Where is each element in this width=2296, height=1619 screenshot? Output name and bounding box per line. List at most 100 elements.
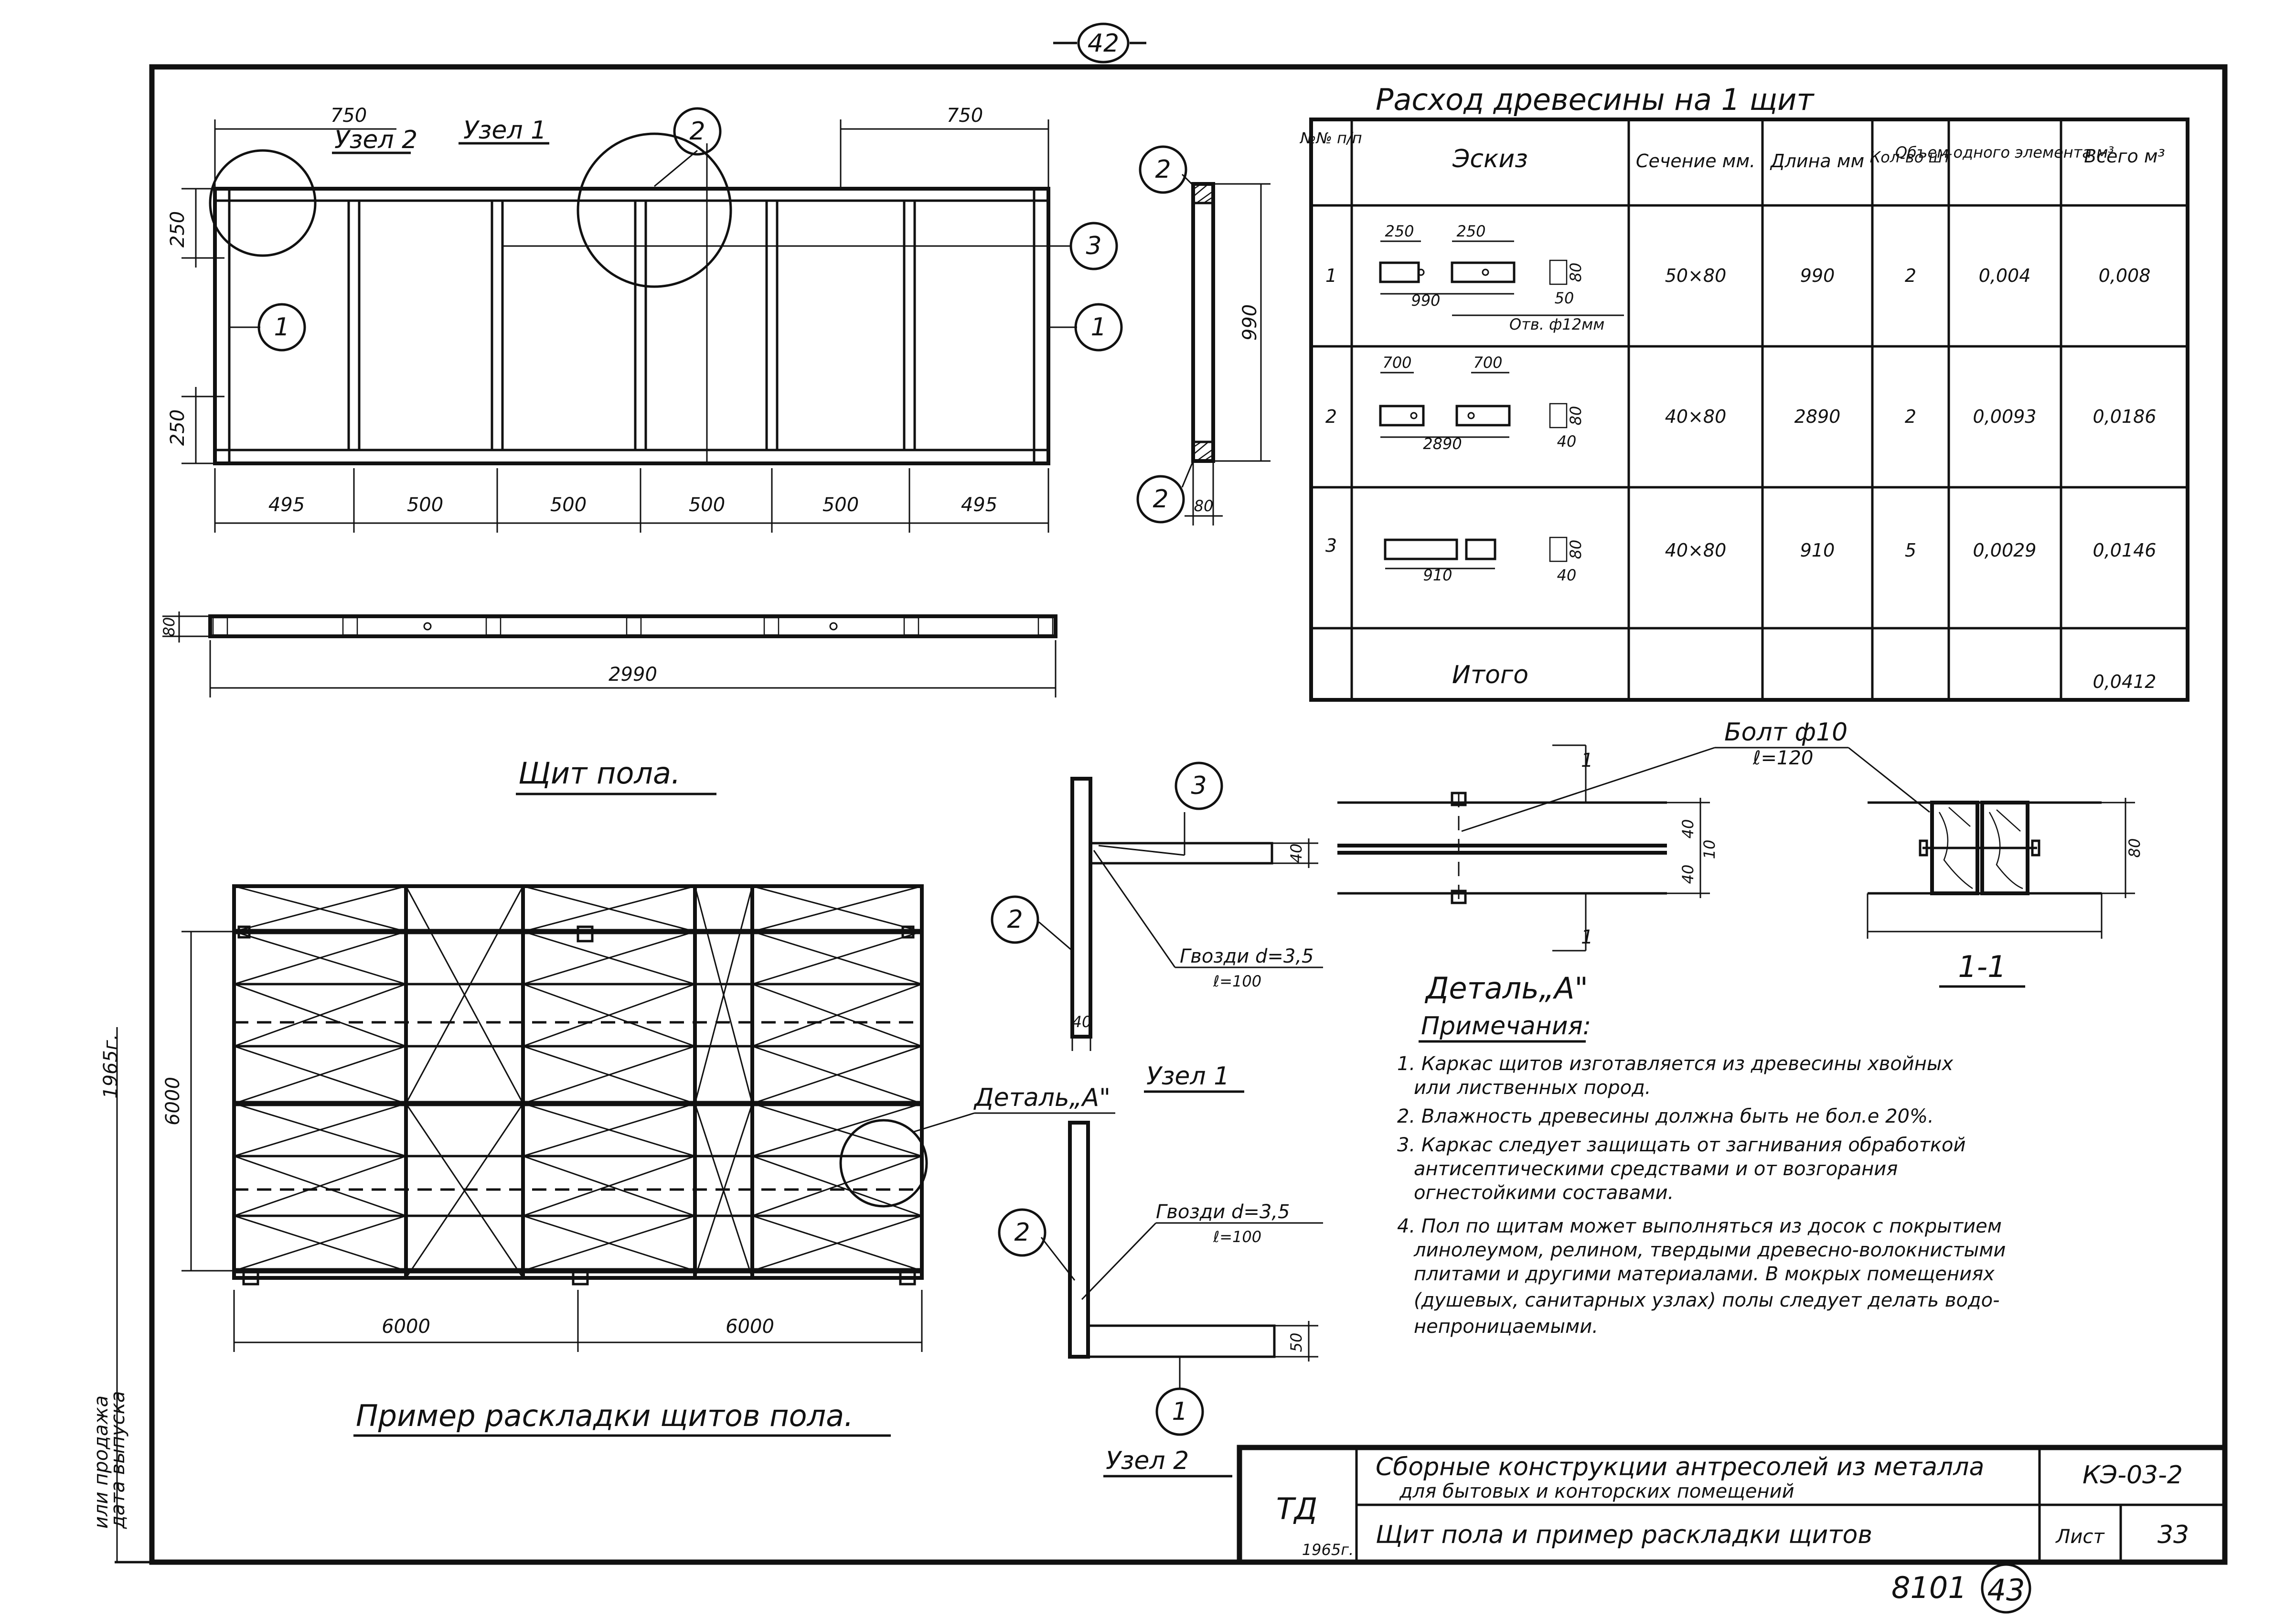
svg-text:50×80: 50×80 [1665, 265, 1727, 286]
svg-text:80: 80 [2125, 838, 2144, 858]
notes-block: Примечания: 1. Каркас щитов изготавляетс… [1397, 1012, 2006, 1338]
svg-text:ℓ=100: ℓ=100 [1213, 972, 1261, 990]
svg-text:0,004: 0,004 [1979, 265, 2031, 286]
svg-text:непроницаемыми.: непроницаемыми. [1414, 1316, 1598, 1338]
svg-text:33: 33 [2157, 1521, 2189, 1549]
svg-text:8101: 8101 [1891, 1570, 1967, 1605]
notes-heading: Примечания: [1421, 1012, 1591, 1040]
svg-text:Гвозди d=3,5: Гвозди d=3,5 [1180, 945, 1314, 967]
svg-text:40: 40 [1679, 819, 1697, 839]
svg-text:1: 1 [1325, 265, 1337, 286]
table-title: Расход древесины на 1 щит [1376, 82, 1815, 117]
svg-text:6000: 6000 [162, 1077, 184, 1126]
svg-text:Итого: Итого [1452, 661, 1528, 689]
svg-text:(душевых, санитарных узлах) по: (душевых, санитарных узлах) полы следует… [1414, 1289, 2000, 1311]
title-block: ТД 1965г. Сборные конструкции антресолей… [1237, 1445, 2228, 1565]
svg-text:Кол-во шт: Кол-во шт [1870, 148, 1952, 166]
svg-text:750: 750 [947, 105, 983, 127]
node1-detail: 40 40 3 2 Гвозди d=3,5 ℓ=100 [991, 761, 1323, 1051]
detail-a: 1 1 40 10 40 Болт ф10 ℓ=120 [1337, 718, 1930, 952]
svg-text:Эскиз: Эскиз [1452, 145, 1528, 173]
svg-text:антисептическими средствами и: антисептическими средствами и от возгора… [1414, 1158, 1898, 1180]
svg-text:линолеумом, релином, твердыми: линолеумом, релином, твердыми древесно-в… [1413, 1239, 2006, 1261]
detail-a-caption: Деталь„А" [1424, 971, 1588, 1006]
svg-text:Длина мм: Длина мм [1770, 150, 1864, 172]
sketch-row-2: 700 700 2890 80 40 [1379, 354, 1585, 453]
svg-text:40: 40 [1679, 865, 1697, 884]
svg-text:для бытовых и конторских помещ: для бытовых и конторских помещений [1399, 1480, 1794, 1502]
svg-text:0,0412: 0,0412 [2093, 671, 2157, 692]
svg-text:990: 990 [1800, 265, 1835, 286]
svg-text:2890: 2890 [1794, 406, 1841, 427]
svg-text:дата выпуска: дата выпуска [107, 1391, 129, 1529]
svg-text:Болт ф10: Болт ф10 [1724, 718, 1847, 747]
sheet-frame [149, 64, 2228, 1565]
svg-text:6000: 6000 [382, 1316, 430, 1338]
svg-text:990: 990 [1239, 304, 1261, 341]
svg-text:Щит пола и пример раскладки щи: Щит пола и пример раскладки щитов [1376, 1521, 1872, 1549]
svg-text:80: 80 [1567, 406, 1585, 426]
svg-text:250: 250 [1385, 222, 1414, 240]
section-caption: 1-1 [1958, 949, 2006, 984]
svg-text:250: 250 [167, 211, 189, 247]
svg-text:500: 500 [550, 494, 587, 516]
svg-text:40×80: 40×80 [1665, 406, 1727, 427]
panel-layout-example: Деталь„А" 6000 6000 6000 [162, 884, 1115, 1352]
svg-text:огнестойкими составами.: огнестойкими составами. [1414, 1182, 1674, 1204]
floor-panel-plan: 750 750 Узел 2 Узел 1 250 250 1 2 3 1 [167, 105, 1123, 533]
svg-text:3: 3 [1325, 535, 1337, 556]
svg-text:990: 990 [1411, 291, 1440, 310]
svg-text:700: 700 [1473, 354, 1502, 372]
page-number-top: 42 [1053, 22, 1146, 64]
svg-text:1965г.: 1965г. [100, 1034, 122, 1099]
section-1-1: 80 [1867, 798, 2144, 939]
svg-text:2990: 2990 [609, 664, 657, 686]
svg-text:0,0029: 0,0029 [1973, 540, 2037, 561]
svg-text:500: 500 [689, 494, 725, 516]
svg-text:3: 3 [1191, 772, 1207, 800]
svg-text:2: 2 [1905, 265, 1916, 286]
svg-text:40: 40 [1287, 844, 1305, 863]
svg-text:40×80: 40×80 [1665, 540, 1727, 561]
svg-text:Деталь„А": Деталь„А" [973, 1083, 1111, 1112]
svg-text:500: 500 [407, 494, 443, 516]
node2-caption: Узел 2 [1106, 1447, 1189, 1475]
svg-text:750: 750 [331, 105, 367, 127]
svg-text:или лиственных пород.: или лиственных пород. [1414, 1077, 1651, 1099]
svg-text:50: 50 [1287, 1333, 1305, 1352]
svg-text:10: 10 [1700, 840, 1719, 859]
node2-detail: 50 2 Гвозди d=3,5 ℓ=100 1 [998, 1121, 1323, 1436]
node1-circle [577, 132, 732, 288]
svg-text:1965г.: 1965г. [1302, 1541, 1354, 1559]
svg-text:КЭ-03-2: КЭ-03-2 [2082, 1461, 2183, 1490]
svg-text:1: 1 [1090, 313, 1106, 342]
svg-text:№№ п/п: №№ п/п [1299, 129, 1362, 147]
svg-text:0,008: 0,008 [2099, 265, 2151, 286]
svg-text:4. Пол по щитам может выполнят: 4. Пол по щитам может выполняться из дос… [1397, 1215, 2002, 1237]
svg-text:40: 40 [1072, 1013, 1092, 1031]
svg-text:495: 495 [961, 494, 997, 516]
layout-caption: Пример раскладки щитов пола. [356, 1398, 854, 1433]
svg-text:1: 1 [1581, 926, 1593, 948]
svg-text:Объем одного элемента м³: Объем одного элемента м³ [1895, 143, 2114, 161]
wood-consumption-table: Расход древесины на 1 щит №№ п/п Эскиз С… [1299, 82, 2189, 702]
svg-text:0,0186: 0,0186 [2093, 406, 2157, 427]
panel-side-view: 990 80 2 2 [1136, 145, 1271, 525]
svg-text:80: 80 [1194, 497, 1214, 515]
svg-text:6000: 6000 [726, 1316, 774, 1338]
svg-text:5: 5 [1905, 540, 1916, 561]
svg-text:3: 3 [1086, 232, 1101, 260]
svg-text:1: 1 [1172, 1397, 1187, 1426]
svg-text:1: 1 [274, 313, 289, 342]
logo: ТД [1276, 1491, 1317, 1526]
svg-text:Сечение мм.: Сечение мм. [1636, 150, 1755, 172]
svg-text:Отв. ф12мм: Отв. ф12мм [1509, 315, 1604, 333]
svg-text:2: 2 [1155, 155, 1171, 184]
svg-text:Узел 2: Узел 2 [334, 126, 417, 154]
svg-text:ℓ=100: ℓ=100 [1213, 1228, 1261, 1246]
svg-text:40: 40 [1557, 432, 1577, 450]
svg-text:3. Каркас следует защищать от: 3. Каркас следует защищать от загнивания… [1397, 1134, 1965, 1156]
svg-text:Всего м³: Всего м³ [2084, 146, 2165, 167]
svg-text:или продажа: или продажа [90, 1395, 112, 1529]
